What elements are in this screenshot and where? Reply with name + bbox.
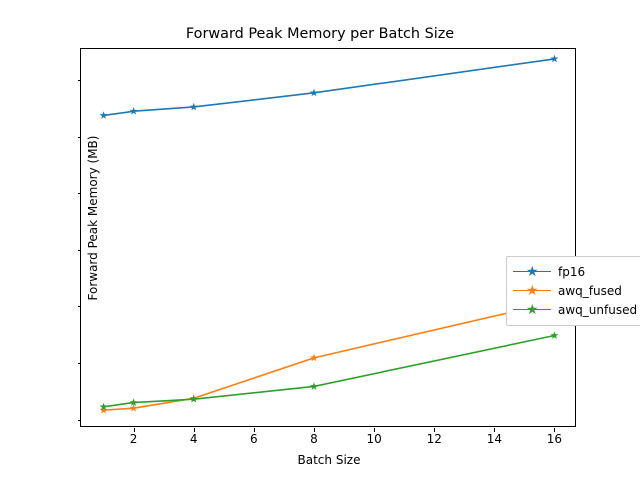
series-line bbox=[102, 334, 556, 408]
data-point-marker bbox=[550, 331, 559, 339]
legend-label: fp16 bbox=[558, 264, 586, 279]
chart-title: Forward Peak Memory per Batch Size bbox=[185, 26, 455, 42]
legend-item-awq_unfused[interactable]: ★ awq_unfused bbox=[513, 300, 640, 319]
legend-star-icon: ★ bbox=[526, 282, 539, 299]
legend: ★ fp16 ★ awq_fused ★ awq_unfused bbox=[506, 256, 640, 326]
plot-area: Forward Peak Memory (MB) Batch Size 6000… bbox=[77, 48, 640, 467]
y-tick-mark bbox=[77, 419, 81, 421]
y-tick-mark bbox=[77, 193, 81, 195]
data-point-marker bbox=[189, 102, 198, 111]
x-tick-mark bbox=[253, 428, 255, 432]
x-tick-mark bbox=[434, 428, 436, 432]
x-tick-mark bbox=[494, 428, 496, 432]
x-tick-label: 14 bbox=[486, 432, 502, 446]
y-tick-mark bbox=[77, 306, 81, 308]
series-awq_fused bbox=[99, 297, 559, 414]
data-point-marker bbox=[129, 404, 138, 412]
data-point-marker bbox=[309, 353, 318, 362]
x-tick-label: 10 bbox=[366, 432, 382, 446]
x-axis-label: Batch Size bbox=[297, 453, 361, 467]
y-tick-mark bbox=[77, 362, 81, 364]
x-tick-label: 4 bbox=[189, 432, 198, 446]
data-point-marker bbox=[309, 382, 318, 390]
legend-line bbox=[513, 308, 551, 311]
data-point-marker bbox=[99, 111, 108, 119]
legend-item-fp16[interactable]: ★ fp16 bbox=[513, 262, 640, 281]
x-tick-mark bbox=[193, 428, 195, 432]
data-point-marker bbox=[99, 405, 108, 414]
data-point-marker bbox=[189, 394, 198, 403]
x-tick-label: 6 bbox=[250, 432, 258, 446]
x-tick-label: 16 bbox=[546, 432, 563, 446]
data-point-marker bbox=[129, 107, 138, 115]
legend-swatch: ★ bbox=[513, 303, 551, 317]
x-tick-mark bbox=[374, 428, 376, 432]
series-line bbox=[102, 58, 556, 117]
legend-star-icon: ★ bbox=[526, 263, 539, 280]
legend-item-awq_fused[interactable]: ★ awq_fused bbox=[513, 281, 640, 300]
y-tick-mark bbox=[77, 136, 81, 138]
series-canvas bbox=[99, 54, 559, 414]
x-tick-label: 8 bbox=[310, 432, 318, 446]
y-tick-mark bbox=[77, 80, 81, 82]
data-point-marker bbox=[550, 54, 559, 63]
series-awq_unfused bbox=[99, 331, 559, 411]
data-point-marker bbox=[309, 88, 318, 97]
legend-label: awq_fused bbox=[558, 283, 622, 298]
legend-line bbox=[513, 289, 551, 292]
data-point-marker bbox=[129, 398, 138, 406]
legend-line bbox=[513, 270, 551, 273]
x-tick-mark bbox=[133, 428, 135, 432]
series-fp16 bbox=[99, 54, 559, 119]
y-tick-mark bbox=[77, 249, 81, 251]
legend-swatch: ★ bbox=[513, 284, 551, 298]
x-tick-label: 12 bbox=[426, 432, 442, 446]
x-tick-mark bbox=[554, 428, 556, 432]
legend-label: awq_unfused bbox=[558, 302, 638, 317]
x-tick-mark bbox=[313, 428, 315, 432]
data-point-marker bbox=[99, 402, 108, 411]
x-tick-label: 2 bbox=[129, 432, 138, 446]
legend-swatch: ★ bbox=[513, 265, 551, 279]
legend-star-icon: ★ bbox=[526, 301, 539, 318]
series-line bbox=[102, 301, 556, 411]
